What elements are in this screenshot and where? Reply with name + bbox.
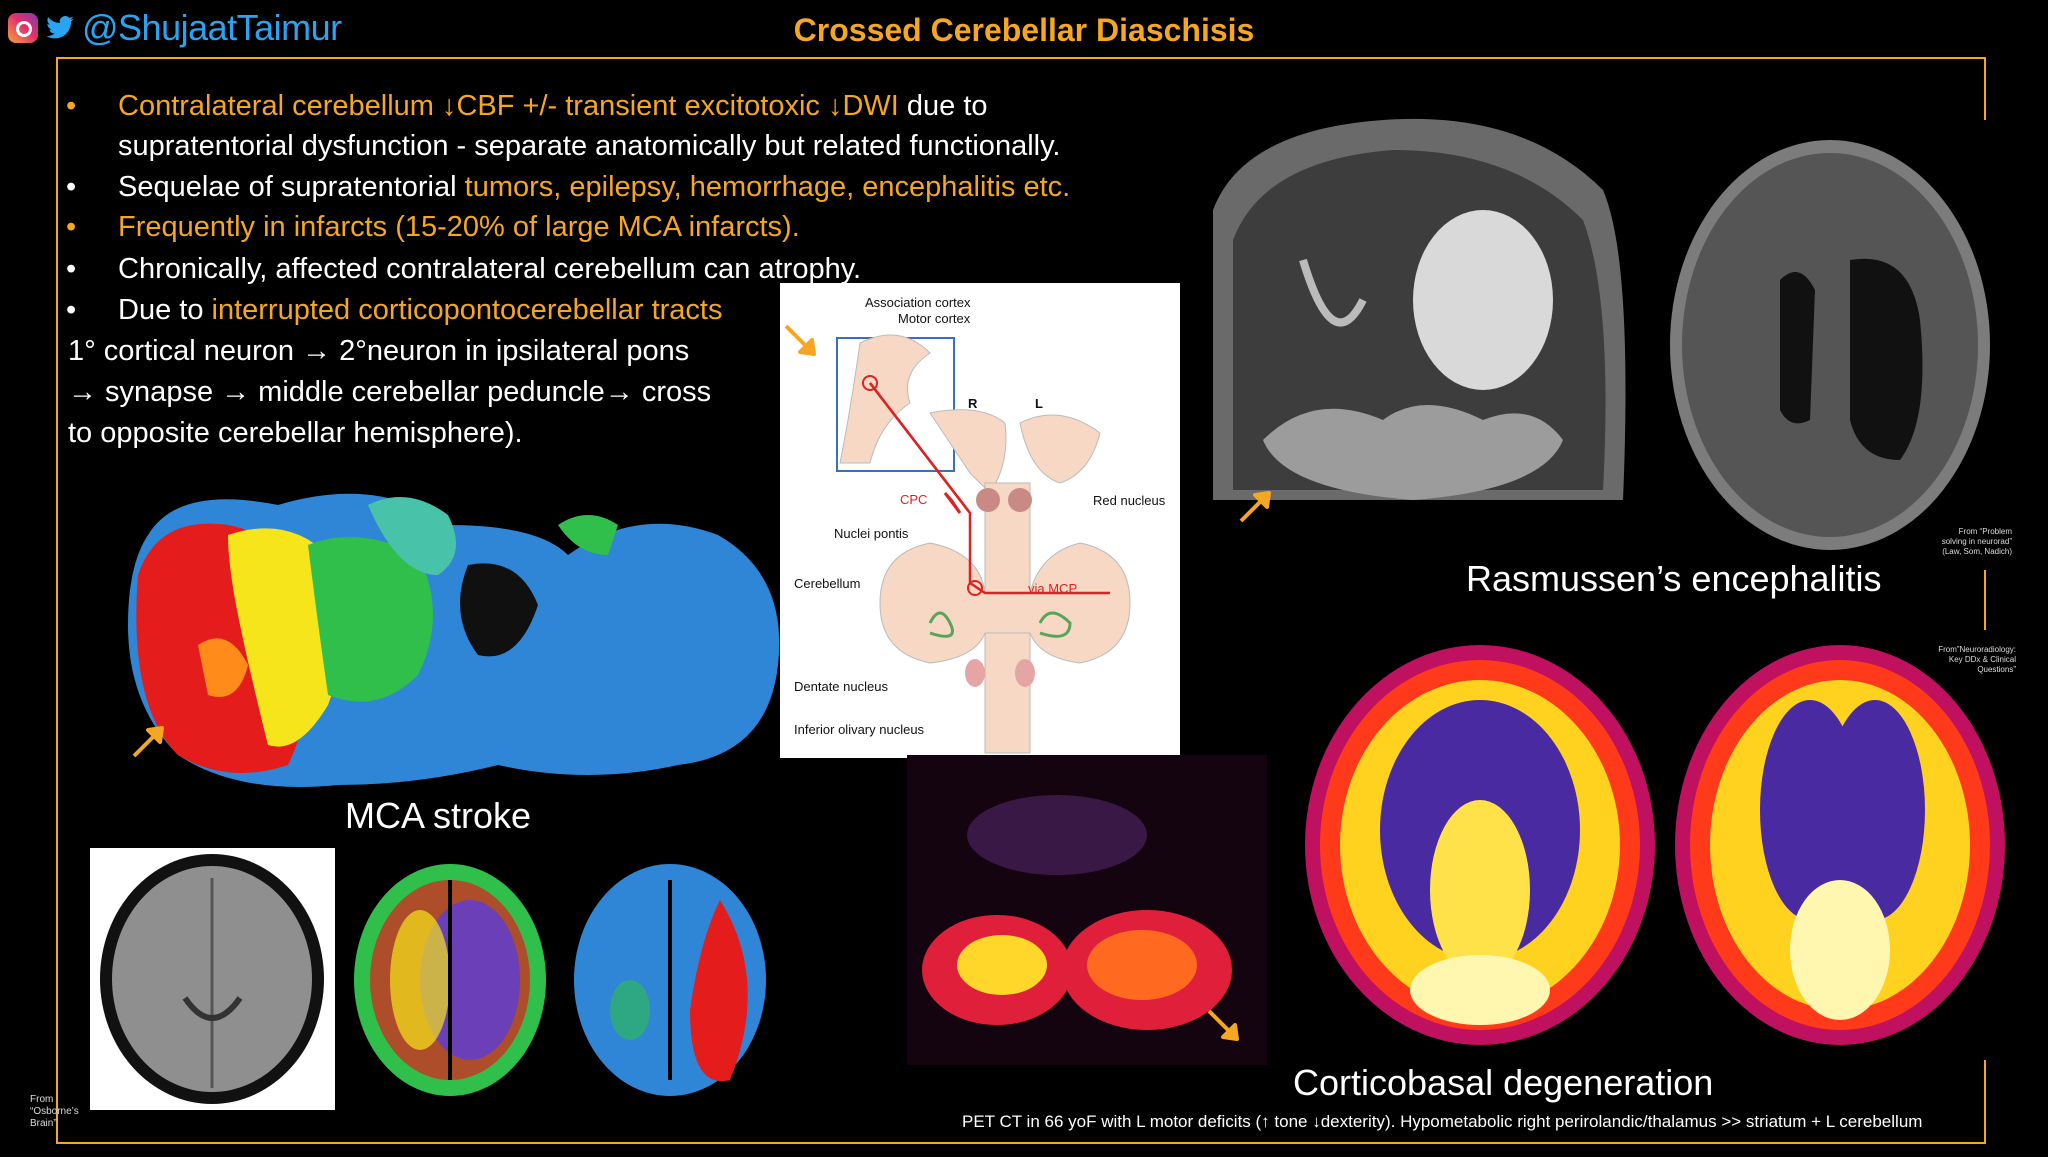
bullet-2-highlight: tumors, epilepsy, hemorrhage, encephalit… [464, 171, 1071, 203]
bullet-5: •Due to interrupted corticopontocerebell… [66, 294, 723, 326]
bullet-2: •Sequelae of supratentorial tumors, epil… [66, 171, 1071, 203]
label-via-mcp: via MCP [1028, 581, 1077, 596]
caption-corticobasal: Corticobasal degeneration [1293, 1062, 1714, 1103]
bullet-2-text: Sequelae of supratentorial [118, 171, 465, 203]
bullet-3-highlight: Frequently in infarcts (15-20% of large … [118, 211, 800, 243]
citation-osborne-line: From [30, 1094, 54, 1105]
label-red-nucleus: Red nucleus [1093, 493, 1166, 508]
social-handle: @ShujaatTaimur [8, 6, 342, 50]
corticopontocerebellar-diagram: Association cortex Motor cortex R L CPC … [780, 283, 1180, 758]
bullet-4-text: Chronically, affected contralateral cere… [118, 253, 862, 285]
citation-neurorad-line: From”Neuroradiology: [1938, 645, 2016, 654]
citation-problem-line: solving in neurorad” [1941, 537, 2012, 546]
handle-text[interactable]: @ShujaatTaimur [82, 7, 342, 48]
arrow-rasmussen [1239, 491, 1271, 523]
bullet-3: •Frequently in infarcts (15-20% of large… [66, 211, 800, 243]
perfusion-map-1 [354, 864, 546, 1096]
page-title: Crossed Cerebellar Diaschisis [793, 12, 1255, 48]
citation-problem-line: (Law, Som, Nadich) [1942, 547, 2012, 556]
bullet-1-highlight: Contralateral cerebellum ↓CBF +/- transi… [118, 90, 899, 122]
label-l: L [1035, 396, 1043, 411]
label-dentate-nucleus: Dentate nucleus [794, 679, 888, 694]
citation-osborne-line: “Osborne’s [30, 1106, 79, 1117]
twitter-icon [46, 16, 74, 39]
bullet-1-text: due to [898, 90, 988, 122]
label-cerebellum: Cerebellum [794, 576, 860, 591]
citation-neuroradiology: From”Neuroradiology: Key DDx & Clinical … [1920, 645, 2016, 675]
pet-axial-1 [1290, 630, 1670, 1060]
citation-neurorad-line: Questions” [1977, 665, 2016, 674]
bullet-1: •Contralateral cerebellum ↓CBF +/- trans… [66, 90, 988, 122]
mri-axial-flair [1640, 120, 2020, 570]
bullet-5-highlight: interrupted corticopontocerebellar tract… [211, 294, 723, 326]
mca-perfusion-map [128, 493, 780, 787]
pathway-line-2: → synapse → middle cerebellar peduncle→ … [68, 376, 712, 408]
caption-rasmussen: Rasmussen’s encephalitis [1466, 558, 1882, 599]
pathway-line-1: 1° cortical neuron → 2°neuron in ipsilat… [68, 335, 690, 367]
bullet-5-text: Due to [118, 294, 212, 326]
instagram-icon [8, 13, 38, 43]
arrow-pet [1207, 1009, 1239, 1041]
pet-axial-2 [1660, 630, 2020, 1060]
content-frame [56, 57, 1986, 1144]
pet-cerebellum [907, 755, 1267, 1065]
pathway-line-3: to opposite cerebellar hemisphere). [68, 417, 523, 449]
bullet-1-cont: supratentorial dysfunction - separate an… [118, 130, 1061, 162]
citation-osborne: From “Osborne’s Brain” [30, 1094, 79, 1130]
label-cpc: CPC [900, 492, 927, 507]
arrow-mca [132, 726, 164, 758]
pet-note: PET CT in 66 yoF with L motor deficits (… [962, 1112, 1923, 1131]
label-r: R [968, 396, 978, 411]
ct-head-image [90, 848, 335, 1110]
label-association-cortex: Association cortex [865, 295, 971, 310]
citation-osborne-line: Brain” [30, 1118, 57, 1129]
label-nuclei-pontis: Nuclei pontis [834, 526, 909, 541]
citation-neurorad-line: Key DDx & Clinical [1948, 655, 2016, 664]
bullet-4: •Chronically, affected contralateral cer… [66, 253, 862, 285]
label-motor-cortex: Motor cortex [898, 311, 971, 326]
mri-coronal-t2 [1183, 100, 1633, 530]
arrow-diagram [784, 324, 816, 356]
label-inferior-olivary-nucleus: Inferior olivary nucleus [794, 722, 925, 737]
citation-problem-line: From “Problem [1958, 527, 2012, 536]
citation-problem-solving: From “Problem solving in neurorad” (Law,… [1928, 527, 2012, 557]
perfusion-map-2 [574, 864, 766, 1096]
caption-mca-stroke: MCA stroke [345, 795, 532, 836]
